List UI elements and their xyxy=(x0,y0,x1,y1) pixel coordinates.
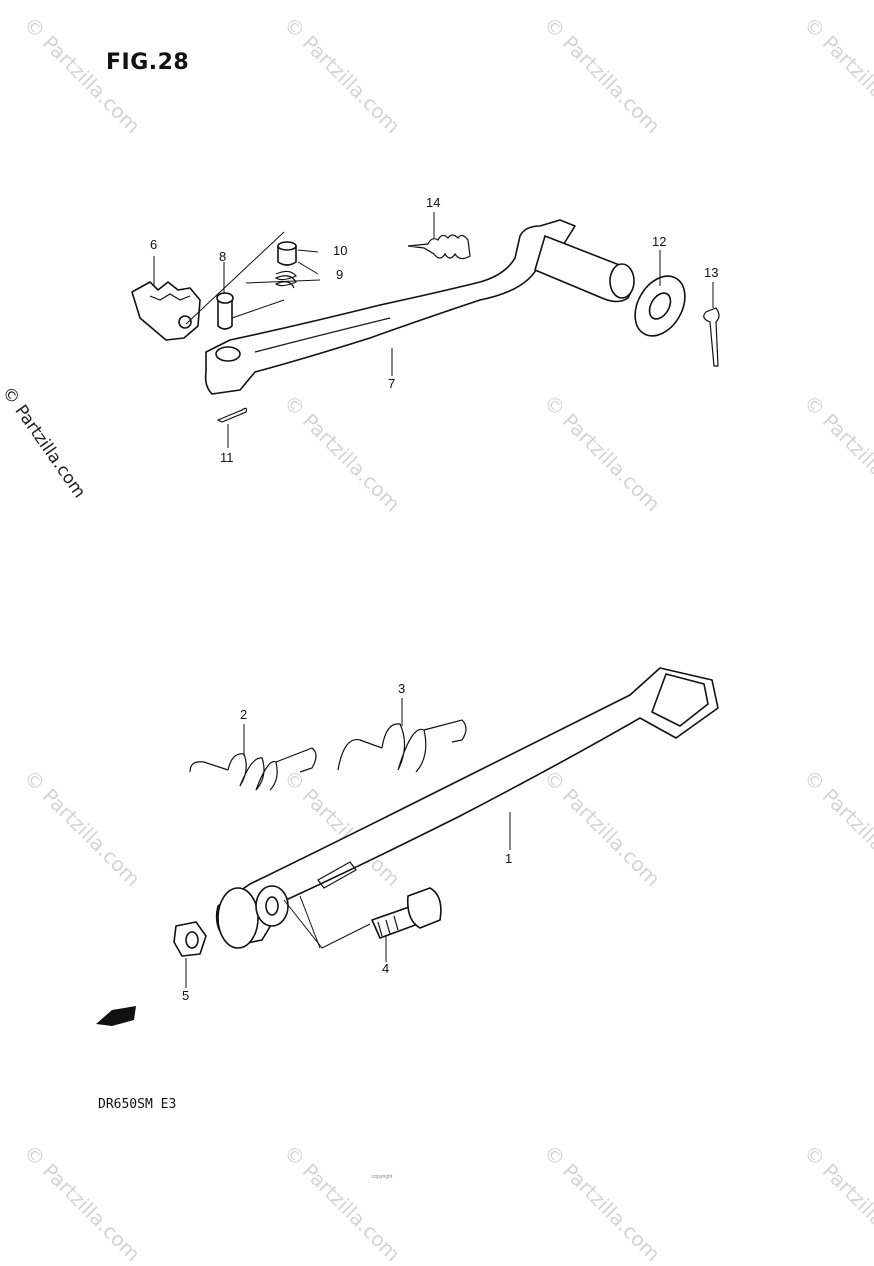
brake-pedal-part xyxy=(204,219,635,395)
callout-10: 10 xyxy=(333,243,348,258)
pin-part xyxy=(216,292,234,330)
model-code: DR650SM E3 xyxy=(98,1097,177,1112)
assembly-lines-lower xyxy=(283,895,371,949)
return-spring-part xyxy=(407,234,471,260)
callout-13: 13 xyxy=(704,265,719,280)
cotter-pin-large-part xyxy=(703,307,720,367)
brake-pedal-tip-part xyxy=(131,281,201,341)
nut-part xyxy=(173,921,207,957)
parts-diagram xyxy=(96,212,720,1026)
callout-12: 12 xyxy=(652,234,667,249)
spring-large-part xyxy=(337,719,467,773)
callout-2: 2 xyxy=(240,707,248,722)
leader-lines xyxy=(153,212,714,988)
callout-4: 4 xyxy=(382,961,390,976)
callout-3: 3 xyxy=(398,681,406,696)
callout-8: 8 xyxy=(219,249,227,264)
callout-5: 5 xyxy=(182,988,190,1003)
spring-tip-part xyxy=(274,270,297,289)
front-arrow-icon xyxy=(96,1006,136,1026)
callout-1: 1 xyxy=(505,851,513,866)
cap-part xyxy=(277,241,297,266)
callout-14: 14 xyxy=(426,195,441,210)
callout-7: 7 xyxy=(388,376,396,391)
spring-small-part xyxy=(189,747,317,791)
figure-title: FIG.28 xyxy=(106,50,190,75)
callout-6: 6 xyxy=(150,237,158,252)
bolt-part xyxy=(371,887,442,939)
side-stand-part xyxy=(215,667,719,949)
callout-11: 11 xyxy=(220,450,234,465)
cotter-pin-part xyxy=(216,407,248,423)
callout-9: 9 xyxy=(336,267,344,282)
footer-note: copyright xyxy=(372,1174,393,1180)
assembly-lines-upper xyxy=(185,231,321,325)
washer-part xyxy=(634,275,686,337)
